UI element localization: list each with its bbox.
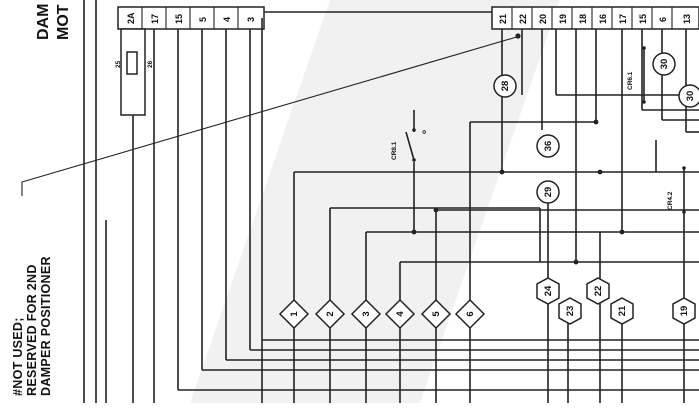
- left-terminal-3: 3: [246, 17, 256, 22]
- circle-tag-30-right-text: 30: [685, 91, 696, 102]
- diamond-tag-4: 4: [384, 298, 416, 330]
- hex-tag-19: 19: [672, 297, 696, 325]
- svg-text:o: o: [421, 130, 428, 134]
- svg-text:#NOT USED;: #NOT USED;: [11, 317, 25, 396]
- right-terminal-19: 19: [558, 14, 568, 24]
- right-terminal-15: 15: [638, 14, 648, 24]
- contact-cr6-label: CR6.1: [627, 71, 634, 90]
- circle-tag-36: 36: [536, 134, 560, 158]
- hex-tag-21-text: 21: [617, 305, 628, 316]
- diamond-tag-6-text: 6: [465, 311, 476, 316]
- note-prefix: #: [11, 389, 25, 396]
- header-line-1: DAM: [35, 4, 52, 40]
- note-line-1: NOT USED;: [11, 317, 25, 388]
- circle-tag-30-right: 30: [678, 84, 699, 108]
- hex-tag-19-text: 19: [679, 306, 690, 317]
- diamond-tags: 1 2 3 4 5 6: [278, 298, 486, 330]
- hex-tag-23-text: 23: [565, 306, 576, 317]
- left-terminal-strip: 2A 17 15 5 4 3: [117, 6, 265, 30]
- diamond-tag-3: 3: [350, 298, 382, 330]
- circle-tag-29-text: 29: [543, 187, 554, 198]
- diamond-tag-4-text: 4: [395, 311, 406, 317]
- left-terminal-2a: 2A: [126, 12, 136, 24]
- right-terminal-18: 18: [578, 14, 588, 24]
- note-block: #NOT USED; RESERVED FOR 2ND DAMPER POSIT…: [11, 256, 53, 396]
- note-line-2: RESERVED FOR 2ND: [25, 264, 39, 396]
- right-terminal-20: 20: [538, 14, 548, 24]
- hex-tag-24: 24: [536, 277, 560, 305]
- right-terminal-strip: 21 22 20 19 18 16 17 15 6 13: [491, 6, 699, 30]
- right-terminal-17: 17: [618, 14, 628, 24]
- header-label: DAM MOT: [35, 4, 72, 40]
- circle-tag-30-top: 30: [652, 52, 676, 76]
- hex-tag-22-text: 22: [593, 286, 604, 297]
- hex-tags: 24 23 22 21 19: [536, 277, 696, 325]
- contact-cr6: CR6.1: [627, 46, 646, 104]
- diamond-tag-2-text: 2: [325, 311, 336, 316]
- contact-cr4-label: CR4.2: [667, 191, 674, 210]
- circle-tag-28-text: 28: [500, 81, 511, 92]
- left-terminal-5: 5: [198, 17, 208, 22]
- glare-band: [190, 0, 560, 403]
- diamond-tag-5-text: 5: [431, 311, 442, 317]
- hex-tag-22: 22: [586, 277, 610, 305]
- resistor-label-top: 25: [115, 60, 122, 68]
- circle-tag-30-top-text: 30: [659, 59, 670, 70]
- right-terminal-16: 16: [598, 14, 608, 24]
- diamond-tag-1-text: 1: [289, 311, 300, 317]
- diamond-tag-2: 2: [314, 298, 346, 330]
- left-rails: [83, 0, 107, 403]
- header-line-2: MOT: [55, 4, 72, 40]
- circle-tag-29: 29: [536, 180, 560, 204]
- left-terminal-15: 15: [174, 14, 184, 24]
- hex-tag-21: 21: [610, 297, 634, 325]
- resistor-label-bottom: 26: [147, 60, 154, 68]
- left-terminal-17: 17: [150, 14, 160, 24]
- resistor-block: 25 26: [115, 28, 154, 403]
- hex-tag-23: 23: [558, 297, 582, 325]
- diamond-tag-5: 5: [420, 298, 452, 330]
- right-terminal-21: 21: [498, 14, 508, 24]
- diamond-tag-6: 6: [454, 298, 486, 330]
- right-terminal-13: 13: [682, 14, 692, 24]
- circle-tag-36-text: 36: [543, 141, 554, 152]
- note-leader: [21, 33, 521, 196]
- contact-cr8-label: CR8.1: [391, 141, 398, 160]
- right-terminal-6: 6: [658, 17, 668, 22]
- circle-tag-28: 28: [493, 74, 517, 98]
- left-strip-wires: [153, 18, 699, 403]
- left-terminal-4: 4: [222, 17, 232, 22]
- contact-cr8: CR8.1 o: [391, 110, 428, 228]
- hex-tag-24-text: 24: [543, 285, 554, 296]
- right-terminal-22: 22: [518, 14, 528, 24]
- diamond-tag-3-text: 3: [361, 311, 372, 316]
- note-line-3: DAMPER POSITIONER: [39, 256, 53, 396]
- middle-bus-lines: [294, 121, 699, 300]
- diamond-tag-1: 1: [278, 298, 310, 330]
